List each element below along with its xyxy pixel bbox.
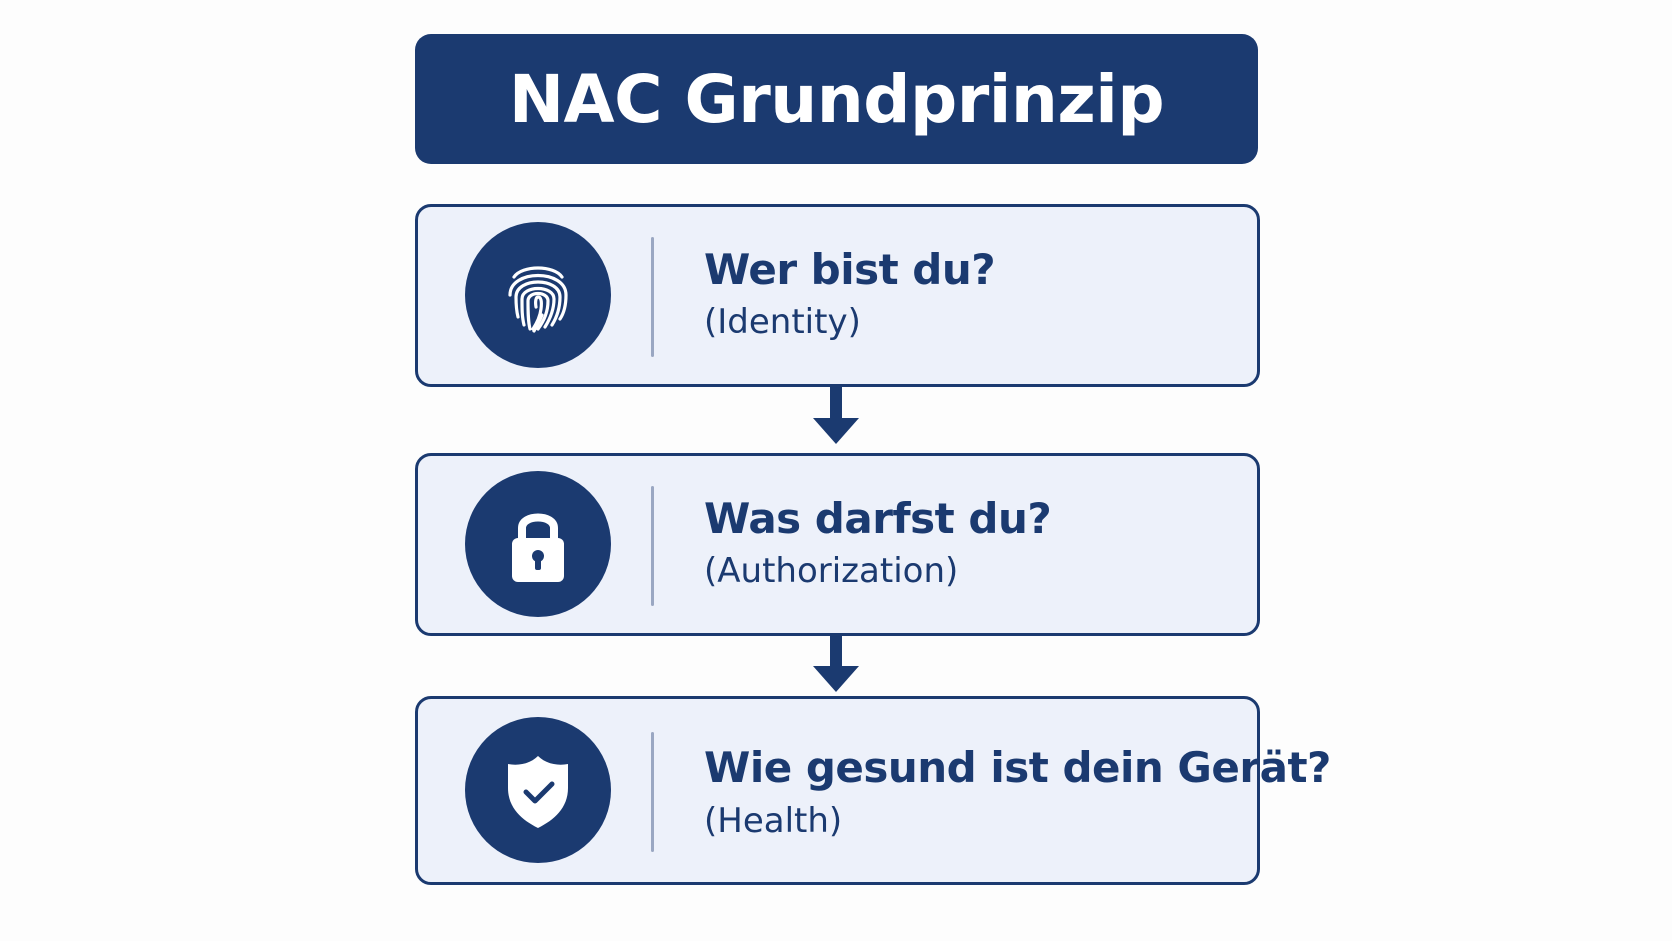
step-health: Wie gesund ist dein Gerät? (Health) — [415, 696, 1331, 885]
fingerprint-icon — [465, 222, 611, 368]
step-subtitle: (Authorization) — [704, 551, 959, 591]
diagram-title: NAC Grundprinzip — [508, 60, 1165, 138]
lock-icon — [465, 471, 611, 617]
step-divider — [651, 486, 654, 606]
step-identity: Wer bist du? (Identity) — [415, 204, 1260, 387]
step-title: Wie gesund ist dein Gerät? — [704, 743, 1331, 792]
shield-check-icon — [465, 717, 611, 863]
step-authorization: Was darfst du? (Authorization) — [415, 453, 1260, 636]
arrow-down-icon — [813, 386, 859, 444]
step-divider — [651, 732, 654, 852]
step-subtitle: (Identity) — [704, 302, 861, 342]
step-subtitle: (Health) — [704, 801, 843, 841]
title-banner: NAC Grundprinzip — [415, 34, 1258, 164]
step-title: Was darfst du? — [704, 494, 1052, 543]
step-title: Wer bist du? — [704, 245, 996, 294]
arrow-down-icon — [813, 634, 859, 692]
step-divider — [651, 237, 654, 357]
